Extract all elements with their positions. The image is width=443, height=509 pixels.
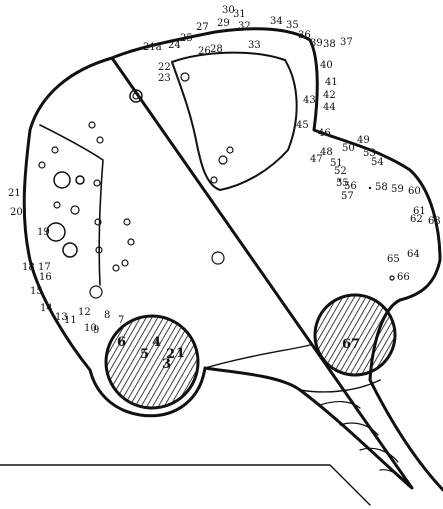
base-line (0, 465, 370, 505)
point-label: 42 (323, 90, 336, 101)
left-panel-divider (40, 125, 103, 285)
point-label: 4 (152, 335, 161, 350)
point-label: 16 (39, 272, 52, 283)
point-label: 21 (8, 188, 21, 199)
point-label: 40 (320, 60, 333, 71)
point-label: 14 (40, 303, 53, 314)
point-label: 25 (180, 33, 193, 44)
point-label: 24 (168, 40, 181, 51)
point-label: 28 (210, 44, 223, 55)
point-label: 35 (286, 20, 299, 31)
point-label: 52 (334, 166, 347, 177)
point-label: 15 (30, 286, 43, 297)
point-label: 33 (248, 40, 261, 51)
point-label: 19 (37, 227, 50, 238)
point-label: 50 (342, 143, 355, 154)
point-label: 57 (341, 191, 354, 202)
point-label: 49 (357, 135, 370, 146)
point-label: 67 (342, 337, 360, 352)
point-label: 37 (340, 37, 353, 48)
point-label: 59 (391, 184, 404, 195)
point-label: 34 (270, 16, 283, 27)
point-label: 54 (371, 157, 384, 168)
point-label: 21a (143, 42, 162, 53)
point-label: 36 (298, 30, 311, 41)
point-label: 27 (196, 22, 209, 33)
point-label: 65 (387, 254, 400, 265)
point-label: 32 (238, 21, 251, 32)
point-label: 46 (318, 128, 331, 139)
point-label: 63 (428, 216, 441, 227)
point-label: 29 (217, 18, 230, 29)
hatched-sphere-right (315, 295, 395, 375)
body-outline (24, 29, 443, 490)
point-label: 31 (233, 9, 246, 20)
point-label: 22 (158, 62, 171, 73)
point-label: 5 (140, 347, 149, 362)
point-label: 8 (104, 310, 110, 321)
point-label: 44 (323, 102, 336, 113)
point-label: 58 (375, 182, 388, 193)
point-label: 11 (64, 315, 77, 326)
point-label: 12 (78, 307, 91, 318)
point-label: 9 (93, 325, 99, 336)
point-label: 66 (397, 272, 410, 283)
point-label: 26 (198, 46, 211, 57)
point-label: 39 (310, 38, 323, 49)
point-label: 7 (118, 315, 124, 326)
point-label: 45 (296, 120, 309, 131)
point-label: 48 (320, 147, 333, 158)
point-label: 41 (325, 77, 338, 88)
point-label: 38 (323, 39, 336, 50)
dot-56 (339, 179, 341, 181)
point-label: 64 (407, 249, 420, 260)
point-label: 43 (303, 95, 316, 106)
point-label: 23 (158, 73, 171, 84)
point-label: 20 (10, 207, 23, 218)
point-label: 18 (22, 262, 35, 273)
point-label: 2 (166, 347, 175, 362)
hatched-sphere-left (106, 316, 198, 408)
point-label: 1 (176, 346, 185, 361)
point-label: 6 (117, 335, 126, 350)
tail-strand-top (205, 345, 310, 368)
point-label: 60 (408, 186, 421, 197)
point-label: 62 (410, 214, 423, 225)
dot-58 (369, 187, 371, 189)
